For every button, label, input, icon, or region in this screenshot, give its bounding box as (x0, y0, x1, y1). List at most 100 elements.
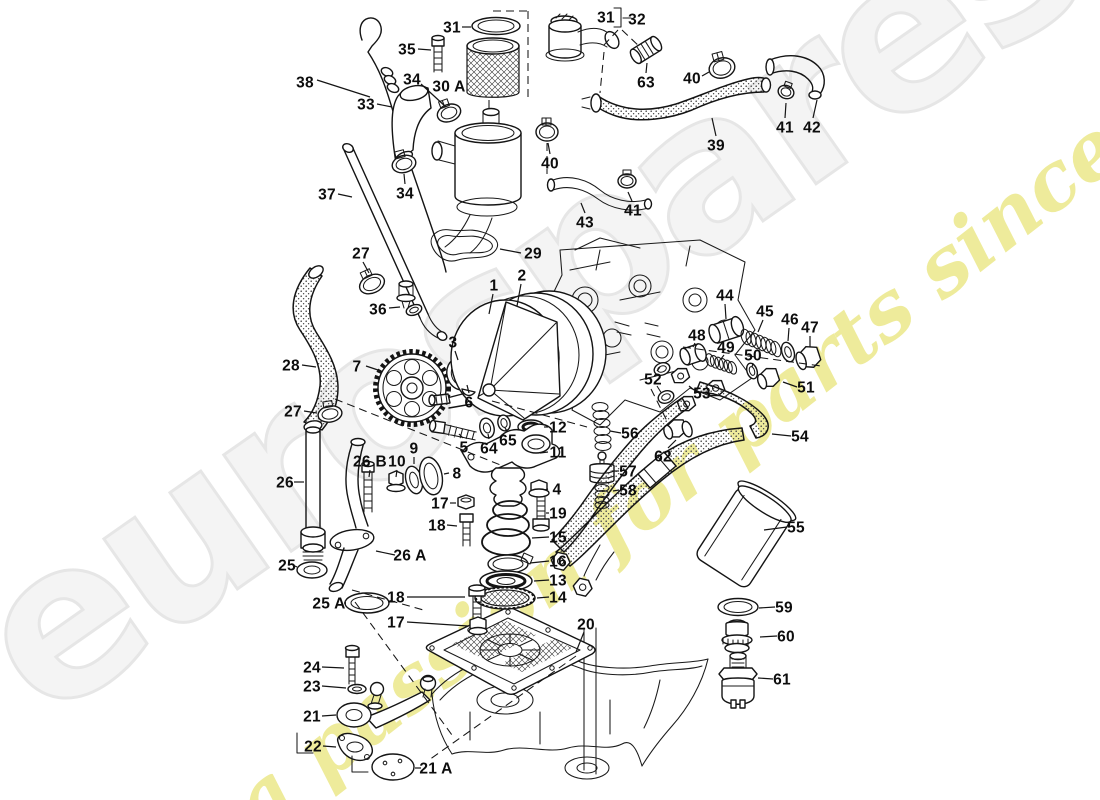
part-label-10: 10 (388, 454, 406, 471)
guide-line (599, 51, 605, 94)
leader-line (466, 384, 470, 394)
leader-line (443, 472, 450, 475)
leader-line (547, 142, 551, 155)
part-label-8: 8 (453, 466, 462, 483)
part-label-19: 19 (549, 506, 567, 523)
washer-64 (479, 417, 495, 439)
elbow-hose-33 (391, 84, 432, 164)
filter-seal-59 (717, 597, 759, 617)
bolt-18-upper (459, 513, 474, 547)
breather-valve (545, 13, 620, 62)
part-label-34: 34 (403, 72, 421, 89)
plug-48 (679, 343, 707, 366)
filter-element (466, 37, 520, 98)
leader-line (388, 306, 401, 309)
bolt-5 (428, 419, 477, 441)
leader-line (757, 319, 764, 333)
leader-line (301, 364, 317, 368)
seal-rings-15 (481, 500, 531, 556)
leader-line (536, 596, 550, 599)
leader-line (759, 635, 778, 638)
leader-line (539, 451, 549, 454)
plug-51 (756, 367, 781, 390)
part-label-26: 26 (276, 475, 294, 492)
seal-25 (296, 561, 328, 579)
vent-valve-36 (396, 280, 423, 317)
washer-46 (780, 341, 796, 363)
part-label-5: 5 (460, 440, 469, 457)
sleeve-63 (629, 35, 663, 65)
part-label-31: 31 (443, 20, 461, 37)
leader-line (757, 677, 774, 680)
leader-line (321, 714, 337, 717)
oil-pump (428, 290, 607, 421)
leader-line (316, 79, 371, 98)
part-label-63: 63 (637, 75, 655, 92)
leader-line (487, 433, 490, 440)
nut-17-lower (468, 616, 488, 636)
flange-nut-4 (528, 479, 550, 498)
part-label-25: 25 (278, 558, 296, 575)
bolt-24 (344, 644, 360, 685)
clamp-16 (487, 552, 534, 574)
dipstick (359, 17, 447, 273)
filler-gasket (430, 229, 498, 262)
leader-line (724, 303, 727, 320)
part-label-30A: 30 A (432, 79, 465, 96)
guide-line (491, 400, 588, 428)
leader-line (362, 261, 370, 274)
leader-line (446, 524, 458, 527)
part-label-26B: 26 B (353, 454, 387, 471)
suction-tube-26 (300, 426, 326, 561)
leader-line (417, 48, 432, 51)
hose-clamp-41-top (777, 80, 795, 100)
leader-line (667, 439, 677, 449)
vent-hose-43 (546, 177, 653, 211)
hose-clamp-34-lower (391, 149, 417, 174)
guide-line (621, 29, 642, 49)
leader-line (488, 293, 494, 315)
part-label-59: 59 (775, 600, 793, 617)
part-label-51: 51 (797, 380, 815, 397)
part-label-65: 65 (499, 433, 517, 450)
leader-line (787, 327, 790, 342)
part-label-52: 52 (644, 372, 662, 389)
part-label-25A: 25 A (312, 596, 345, 613)
part-label-14: 14 (549, 590, 567, 607)
part-label-41: 41 (624, 203, 642, 220)
bolt-18-lower (468, 584, 486, 619)
leader-line (720, 354, 725, 360)
oil-filter (696, 480, 797, 588)
part-label-22: 22 (304, 739, 322, 756)
part-label-55: 55 (787, 520, 805, 537)
part-label-37: 37 (318, 187, 336, 204)
leader-line (758, 606, 776, 609)
pressure-hoses (550, 381, 769, 597)
washer-65 (497, 414, 511, 432)
part-label-13: 13 (549, 573, 567, 590)
leader-line (321, 666, 345, 669)
leader-line (454, 350, 459, 361)
leader-line (609, 430, 622, 434)
leader-line (645, 62, 648, 74)
seal-rings-52 (653, 362, 675, 404)
filler-cover-seal (471, 16, 521, 36)
part-label-46: 46 (781, 312, 799, 329)
part-label-3: 3 (449, 335, 458, 352)
leader-line (365, 365, 379, 371)
part-label-35: 35 (398, 42, 416, 59)
leader-line (529, 560, 550, 564)
part-label-31: 31 (597, 10, 615, 27)
leader-line (612, 489, 620, 492)
part-label-41: 41 (776, 120, 794, 137)
part-label-61: 61 (773, 672, 791, 689)
part-label-60: 60 (777, 629, 795, 646)
leader-line (782, 381, 798, 388)
hose-clamp-40-left (535, 117, 559, 142)
leader-line (533, 579, 550, 582)
part-label-7: 7 (353, 359, 362, 376)
return-tube-26A (328, 437, 375, 593)
guide-line (428, 655, 577, 761)
leader-line (812, 99, 818, 119)
part-label-42: 42 (803, 120, 821, 137)
